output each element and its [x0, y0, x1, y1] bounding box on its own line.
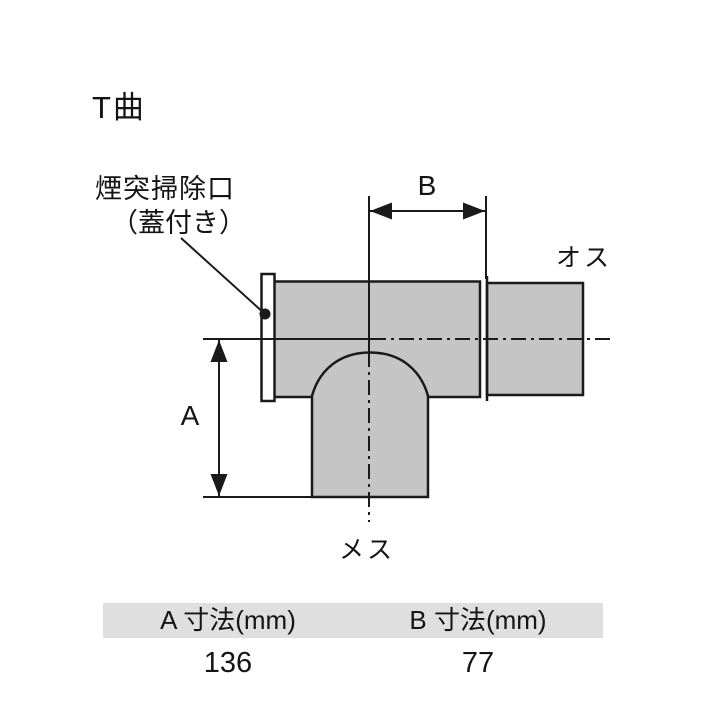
spec-table-header: A 寸法(mm) B 寸法(mm)	[103, 603, 603, 638]
cleanout-cap	[260, 272, 276, 403]
label-male-end: オス	[555, 244, 613, 272]
callout-leader-line	[180, 237, 266, 315]
label-dim-a: A	[180, 400, 200, 431]
label-female-end: メス	[338, 536, 396, 564]
label-dim-b: B	[417, 170, 437, 201]
callout-anchor-dot	[259, 308, 271, 320]
dim-a-arrowhead-top	[210, 340, 228, 362]
spec-table-values: 136 77	[103, 644, 603, 688]
value-cell-b: 77	[461, 647, 495, 679]
spec-table: A 寸法(mm) B 寸法(mm) 136 77	[103, 603, 603, 688]
callout-label-line1: 煙突掃除口	[95, 174, 235, 204]
diagram-title: T曲	[92, 90, 146, 125]
header-cell-b: B 寸法(mm)	[409, 605, 547, 635]
callout-label-line2: （蓋付き）	[111, 208, 246, 238]
dim-b-arrowhead-right	[463, 202, 485, 220]
dim-a-arrowhead-bottom	[210, 474, 228, 496]
value-cell-a: 136	[203, 647, 253, 679]
branch-pipe	[310, 351, 430, 499]
dim-b-arrowhead-left	[370, 202, 392, 220]
header-cell-a: A 寸法(mm)	[160, 605, 296, 635]
